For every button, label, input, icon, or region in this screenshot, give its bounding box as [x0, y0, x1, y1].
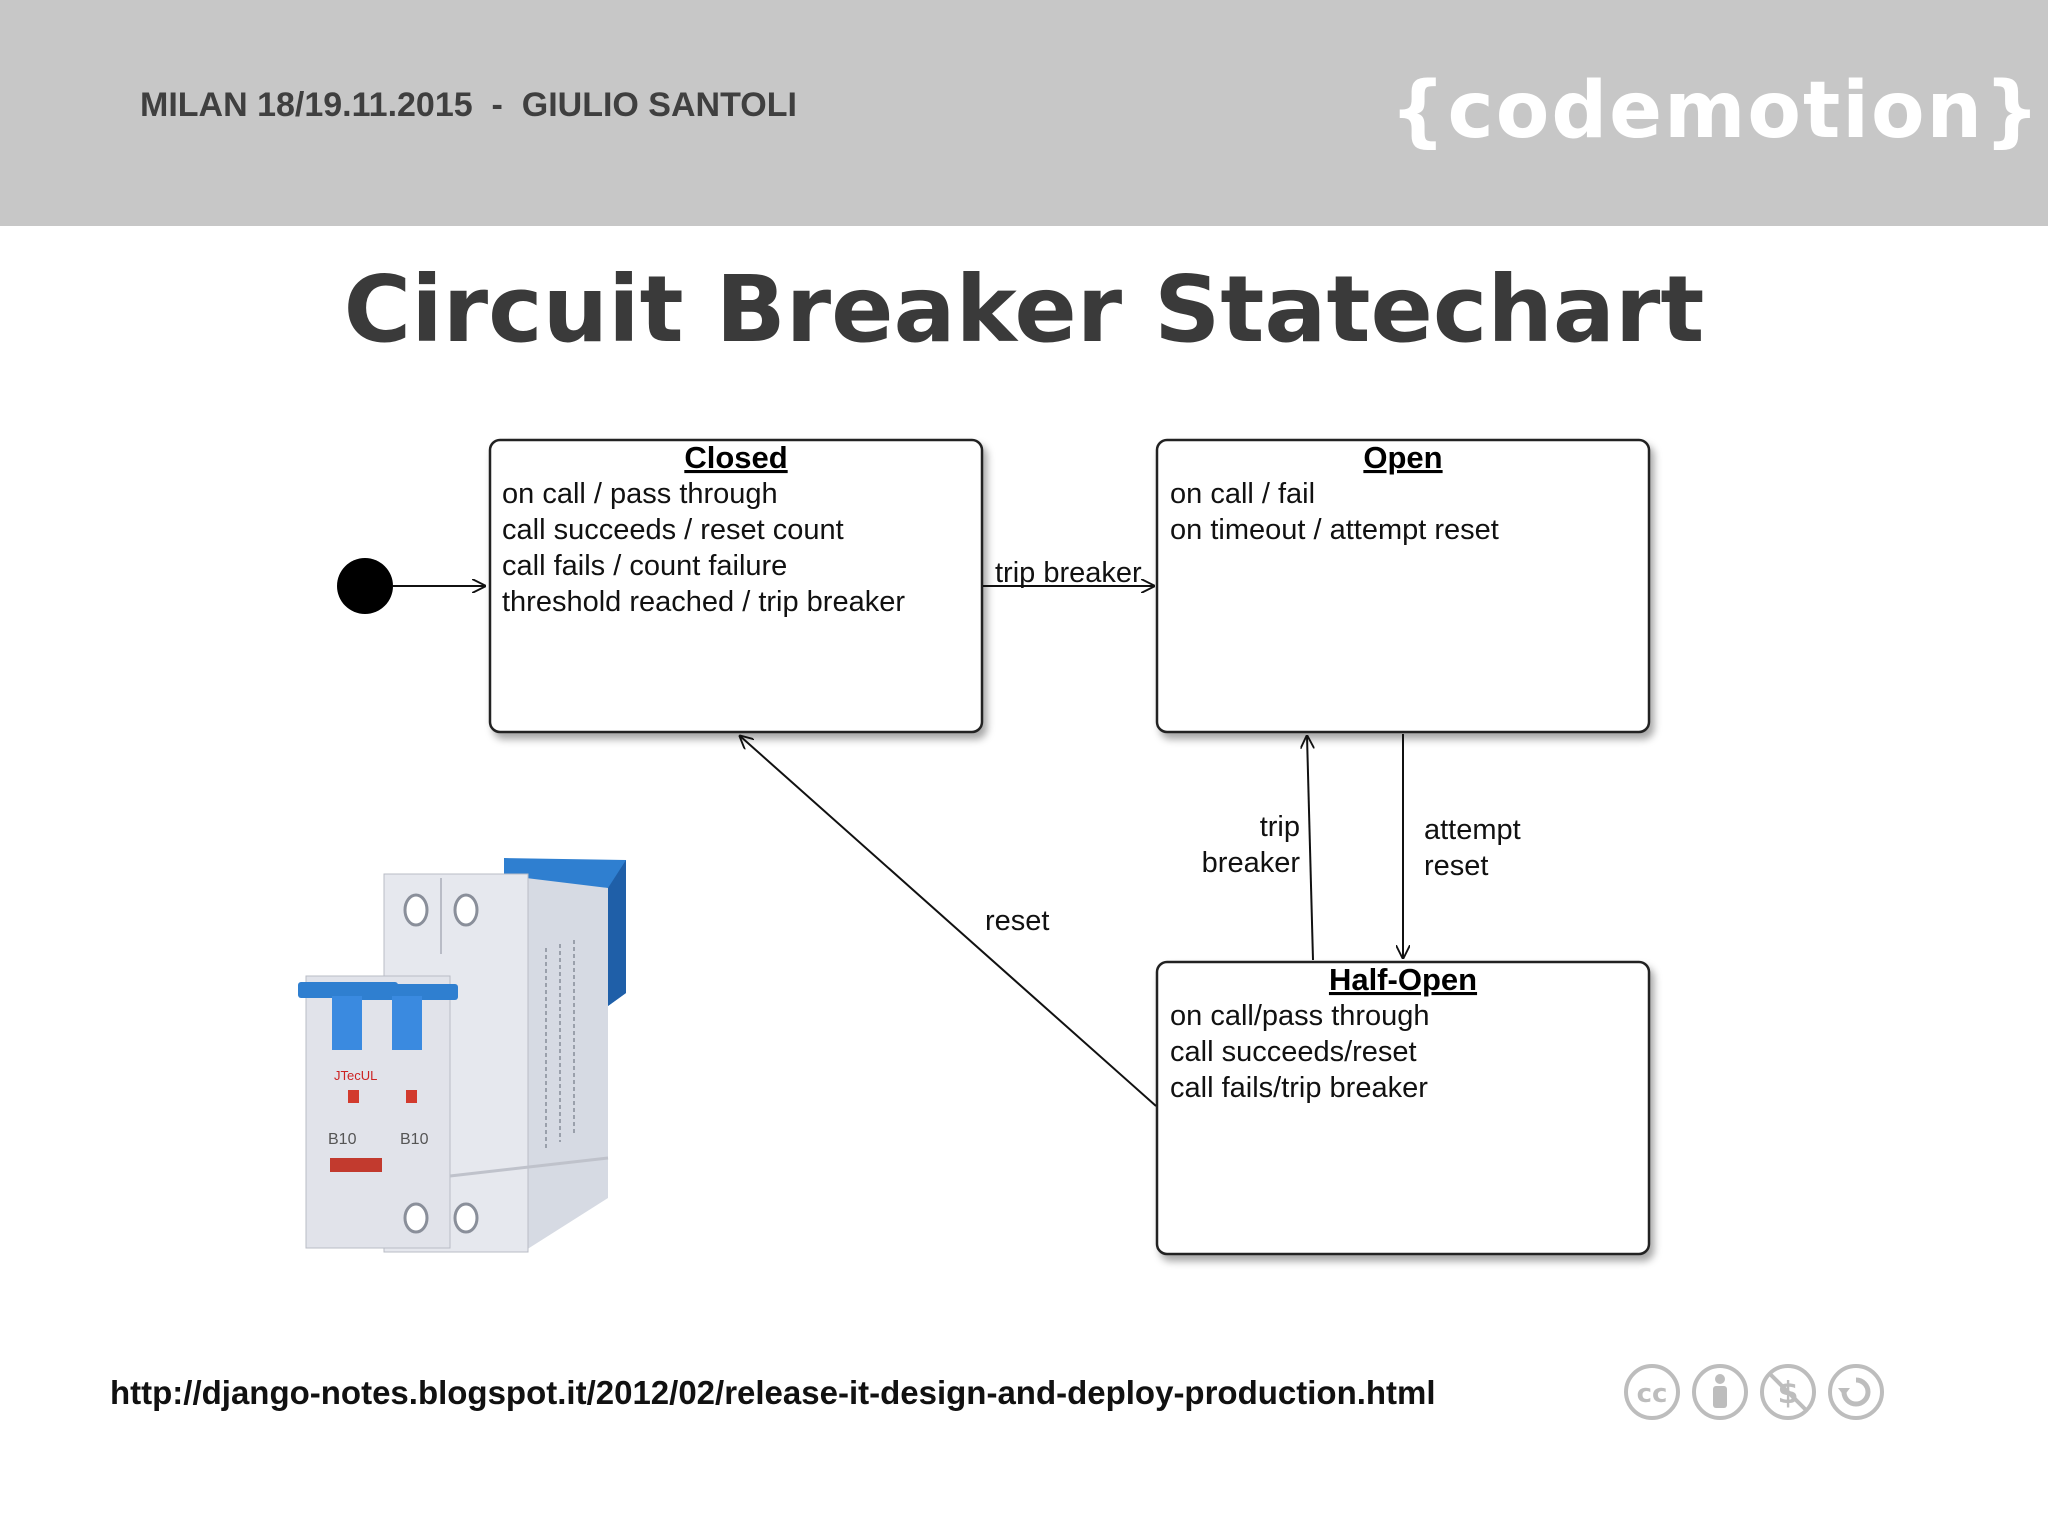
header-bar: MILAN 18/19.11.2015 - GIULIO SANTOLI {co… — [0, 0, 2048, 226]
transition-label-reset: reset — [1424, 850, 1488, 882]
state-half-open-line: call fails/trip breaker — [1170, 1072, 1428, 1104]
transition-label-attempt: attempt — [1424, 814, 1521, 846]
state-half-open-name: Half-Open — [1329, 962, 1477, 997]
state-open-name: Open — [1363, 440, 1442, 475]
state-open: Open on call / fail on timeout / attempt… — [1155, 438, 1651, 734]
source-url-link[interactable]: http://django-notes.blogspot.it/2012/02/… — [110, 1374, 1436, 1411]
state-closed-line: threshold reached / trip breaker — [502, 586, 905, 618]
transition-half-open-to-open — [1307, 736, 1313, 961]
state-half-open-line: call succeeds/reset — [1170, 1036, 1417, 1068]
state-closed-line: call fails / count failure — [502, 550, 787, 582]
transition-label-trip-breaker: trip breaker — [995, 557, 1142, 589]
transition-half-open-to-closed — [740, 736, 1157, 1107]
state-closed-name: Closed — [684, 440, 787, 475]
state-open-line: on call / fail — [1170, 478, 1315, 510]
transition-label-breaker: breaker — [1202, 847, 1301, 879]
nc-noncommercial-icon: $ — [1760, 1364, 1816, 1420]
state-open-line: on timeout / attempt reset — [1170, 514, 1499, 546]
svg-text:B10: B10 — [400, 1131, 429, 1148]
transition-label-reset-closed: reset — [985, 905, 1049, 937]
transition-label-trip: trip — [1260, 811, 1300, 843]
state-closed-line: call succeeds / reset count — [502, 514, 844, 546]
sa-sharealike-icon — [1828, 1364, 1884, 1420]
svg-text:B10: B10 — [328, 1131, 357, 1148]
svg-text:cc: cc — [1637, 1379, 1668, 1409]
event-info: MILAN 18/19.11.2015 - GIULIO SANTOLI — [140, 86, 797, 124]
cc-icon: cc — [1624, 1364, 1680, 1420]
state-half-open-line: on call/pass through — [1170, 1000, 1430, 1032]
state-closed: Closed on call / pass through call succe… — [488, 438, 984, 734]
svg-text:JTecUL: JTecUL — [334, 1068, 377, 1083]
license-icons: cc $ — [1624, 1364, 1884, 1420]
state-closed-line: on call / pass through — [502, 478, 778, 510]
circuit-breaker-photo: JTecUL B10 B10 — [298, 858, 626, 1253]
initial-state-dot — [337, 558, 393, 614]
slide-title: Circuit Breaker Statechart — [343, 256, 1705, 363]
by-attribution-icon — [1692, 1364, 1748, 1420]
state-half-open: Half-Open on call/pass through call succ… — [1155, 960, 1651, 1256]
codemotion-logo: {codemotion} — [1390, 66, 2042, 156]
